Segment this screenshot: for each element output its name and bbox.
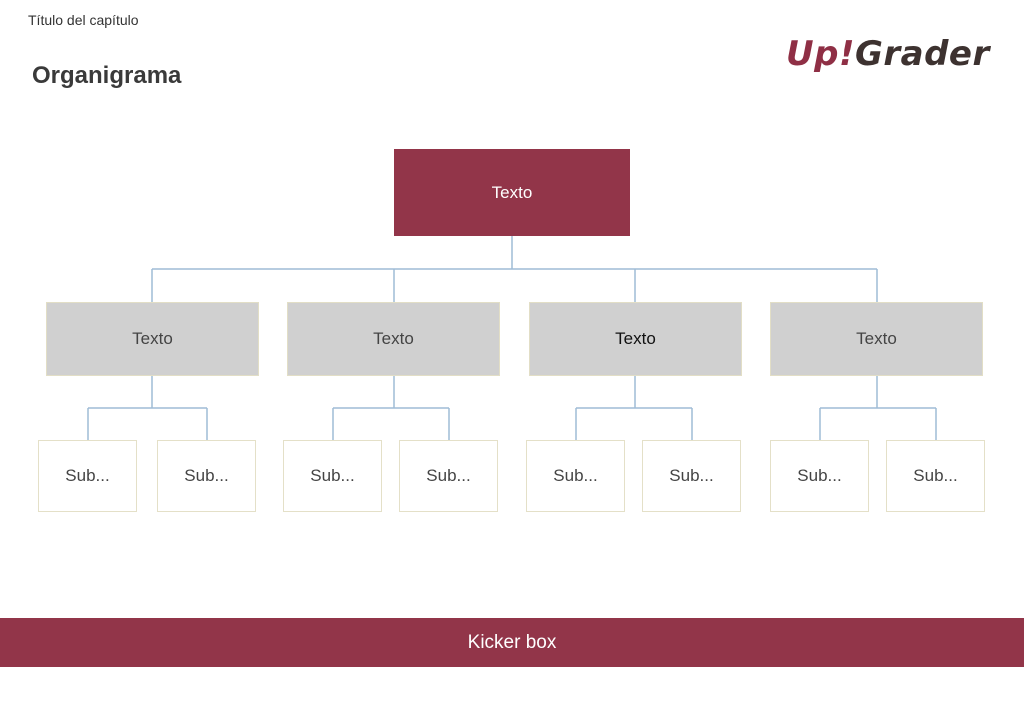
org-sub-3b[interactable]: Sub... (642, 440, 741, 512)
org-sub-1a[interactable]: Sub... (38, 440, 137, 512)
upgrader-logo: Up!Grader (786, 34, 990, 74)
logo-part-up: Up! (786, 34, 855, 74)
org-sub-2a[interactable]: Sub... (283, 440, 382, 512)
org-sub-1b[interactable]: Sub... (157, 440, 256, 512)
chapter-title: Título del capítulo (28, 12, 139, 28)
org-sub-3a[interactable]: Sub... (526, 440, 625, 512)
org-sub-4b[interactable]: Sub... (886, 440, 985, 512)
org-node-3[interactable]: Texto (529, 302, 742, 376)
org-node-4[interactable]: Texto (770, 302, 983, 376)
org-sub-4a[interactable]: Sub... (770, 440, 869, 512)
page-title: Organigrama (32, 62, 182, 89)
org-node-1[interactable]: Texto (46, 302, 259, 376)
org-node-2[interactable]: Texto (287, 302, 500, 376)
kicker-box: Kicker box (0, 618, 1024, 667)
org-root-box[interactable]: Texto (394, 149, 630, 236)
logo-part-grader: Grader (854, 34, 990, 74)
org-sub-2b[interactable]: Sub... (399, 440, 498, 512)
